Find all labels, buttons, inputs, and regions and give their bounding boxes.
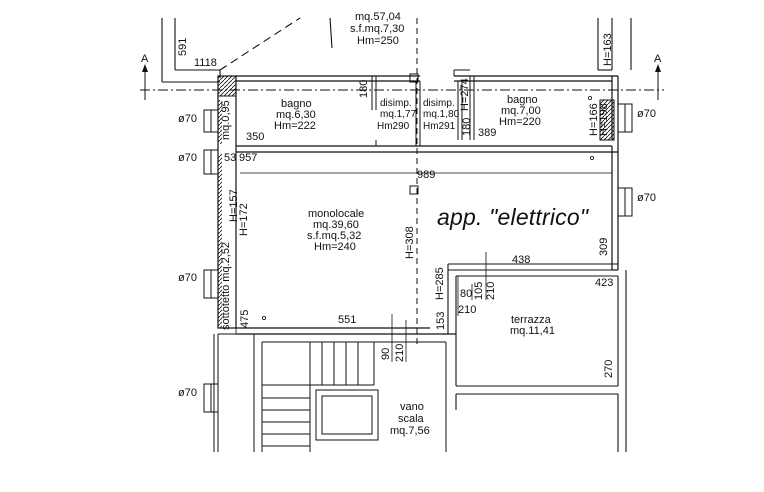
dim-h285: H=285	[434, 267, 446, 300]
top-room-hm: Hm=250	[357, 35, 399, 47]
monolocale-name: monolocale	[308, 208, 365, 220]
top-room-sf: s.f.mq.7,30	[350, 23, 405, 35]
dim-270: 270	[603, 359, 615, 378]
dim-957: 957	[239, 152, 258, 164]
dim-sottotetto: sottotetto mq.2,52	[220, 241, 232, 330]
window-label: ø70	[178, 113, 197, 125]
hatched-wall-left	[217, 75, 237, 97]
dim-180b: 180	[461, 117, 473, 136]
window-label: ø70	[637, 108, 656, 120]
dim-53: 53	[224, 152, 237, 164]
dim-475: 475	[239, 309, 251, 328]
bagno-right-area: mq.7,00	[501, 105, 541, 117]
dim-989: 989	[417, 169, 436, 181]
terrazza-name: terrazza	[511, 314, 551, 326]
disimp-right-hm: Hm291	[423, 121, 456, 132]
disimp-right-area: mq.1,80	[423, 109, 460, 120]
window-label: ø70	[178, 152, 197, 164]
dim-h163: H=163	[602, 33, 614, 66]
disimp-right-name: disimp.	[423, 98, 455, 109]
dim-389: 389	[478, 127, 497, 139]
dim-1118: 1118	[194, 57, 217, 69]
dim-mq095: mq.0,95	[220, 100, 232, 140]
dim-210c: 210	[394, 343, 406, 362]
dim-90: 90	[380, 347, 392, 360]
section-arrow-right	[655, 64, 661, 72]
apartment-title: app. "elettrico"	[437, 204, 589, 230]
window-symbols	[203, 103, 633, 413]
bagno-left-hm: Hm=222	[274, 120, 316, 132]
bagno-right-name: bagno	[507, 94, 538, 106]
dim-h198: H=198	[598, 103, 610, 136]
dim-551: 551	[338, 314, 357, 326]
dim-h172: H=172	[238, 203, 250, 236]
terrazza-walls	[447, 263, 627, 452]
dim-350: 350	[246, 131, 265, 143]
top-room-area: mq.57,04	[355, 11, 401, 23]
hatched-wall-bagno-right	[599, 99, 615, 141]
terrazza-area: mq.11,41	[510, 325, 556, 337]
window-label: ø70	[637, 192, 656, 204]
dim-591: 591	[177, 37, 189, 56]
vano-scala-l2: scala	[398, 413, 424, 425]
bagno-left-name: bagno	[281, 98, 312, 110]
disimp-left-hm: Hm290	[377, 121, 410, 132]
dimension-lines	[235, 172, 612, 362]
section-arrow-left	[142, 64, 148, 72]
dim-309: 309	[598, 237, 610, 256]
disimp-left-name: disimp.	[380, 98, 412, 109]
dim-105: 105	[473, 281, 485, 300]
dim-438: 438	[512, 254, 531, 266]
monolocale-sf: s.f.mq.5,32	[307, 230, 362, 242]
bagno-right-hm: Hm=220	[499, 116, 541, 128]
level-points	[261, 96, 595, 320]
section-label-right: A	[654, 53, 662, 65]
top-walls	[161, 17, 632, 83]
dim-180: 180	[358, 79, 370, 98]
hatched-strip-sottotetto	[218, 154, 222, 328]
hatched-strip-mq	[218, 100, 222, 144]
stair-walls	[213, 333, 447, 452]
disimp-left-area: mq.1,77	[380, 109, 417, 120]
bagno-left-area: mq.6,30	[276, 109, 316, 121]
dim-h274: H=274	[459, 78, 471, 111]
window-label: ø70	[178, 387, 197, 399]
dim-153: 153	[435, 311, 447, 330]
section-label-left: A	[141, 53, 149, 65]
dim-210: 210	[485, 281, 497, 300]
internal-walls	[371, 69, 475, 195]
vano-scala-l3: mq.7,56	[390, 425, 430, 437]
vano-scala-l1: vano	[400, 401, 424, 413]
dim-80: 80	[460, 288, 473, 300]
monolocale-hm: Hm=240	[314, 241, 356, 253]
monolocale-area: mq.39,60	[313, 219, 359, 231]
dim-423: 423	[595, 277, 614, 289]
window-label: ø70	[178, 272, 197, 284]
dim-h308: H=308	[404, 226, 416, 259]
dim-210: 210	[458, 304, 477, 316]
